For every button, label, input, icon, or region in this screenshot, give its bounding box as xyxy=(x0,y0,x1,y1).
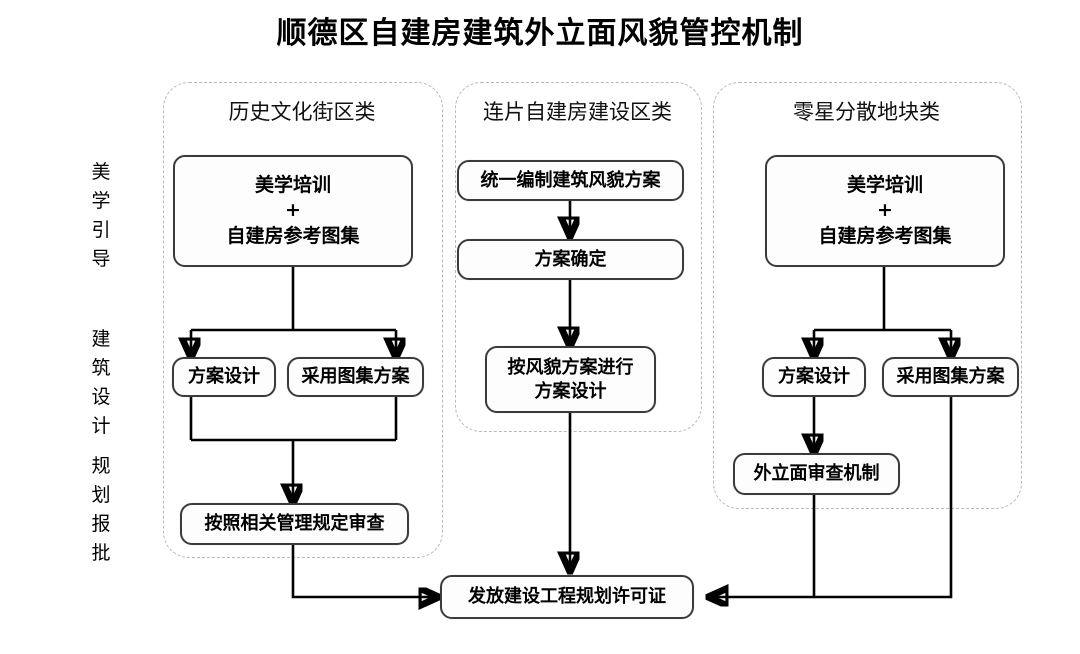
node-c3-aesthetic-training[interactable]: 美学培训 + 自建房参考图集 xyxy=(765,155,1005,267)
node-c2-plan-confirmation[interactable]: 方案确定 xyxy=(457,239,684,280)
group-label-contiguous-selfbuilt-zone: 连片自建房建设区类 xyxy=(483,100,672,124)
node-c2-design-by-facade-plan[interactable]: 按风貌方案进行 方案设计 xyxy=(485,346,656,413)
group-historic-district xyxy=(163,82,443,558)
page-title: 顺德区自建房建筑外立面风貌管控机制 xyxy=(276,16,804,51)
node-c1-scheme-design[interactable]: 方案设计 xyxy=(172,357,276,397)
node-c1-atlas-scheme[interactable]: 采用图集方案 xyxy=(287,357,424,397)
group-contiguous-selfbuilt-zone xyxy=(455,82,702,432)
group-label-historic-district: 历史文化街区类 xyxy=(228,100,376,124)
node-c1-aesthetic-training[interactable]: 美学培训 + 自建房参考图集 xyxy=(173,155,413,267)
node-c3-scheme-design[interactable]: 方案设计 xyxy=(762,357,866,397)
wire-c3-review-to-final-permit xyxy=(710,494,816,597)
row-label-planning-approval: 规 划 报 批 xyxy=(91,455,111,564)
node-c1-regulation-review[interactable]: 按照相关管理规定审查 xyxy=(180,503,409,545)
row-label-aesthetic-guidance: 美 学 引 导 xyxy=(91,161,111,270)
group-scattered-plots xyxy=(713,82,1022,509)
node-c3-atlas-scheme[interactable]: 采用图集方案 xyxy=(882,357,1019,397)
node-c2-unified-facade-plan[interactable]: 统一编制建筑风貌方案 xyxy=(457,160,684,201)
group-label-scattered-plots: 零星分散地块类 xyxy=(793,100,940,124)
node-c3-facade-review-mechanism[interactable]: 外立面审查机制 xyxy=(733,453,900,495)
node-final-construction-permit[interactable]: 发放建设工程规划许可证 xyxy=(440,575,694,619)
row-label-architectural-design: 建 筑 设 计 xyxy=(91,328,111,437)
